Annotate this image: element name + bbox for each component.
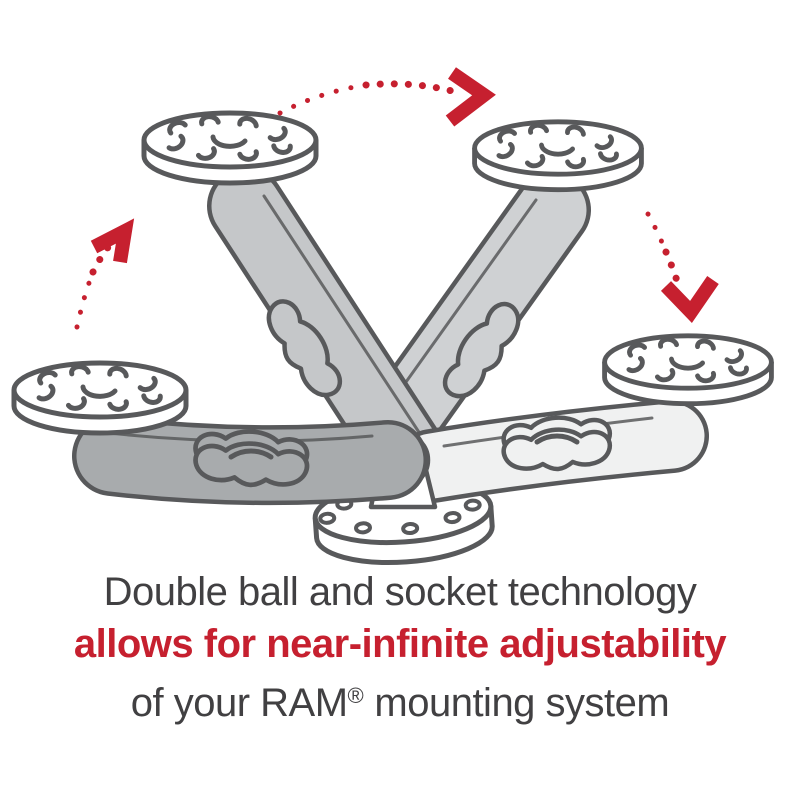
round-base-plate-right [605, 336, 772, 404]
registered-trademark-symbol: ® [347, 683, 364, 708]
rotate-arrow-up-left-icon [74, 218, 135, 330]
rotate-arrow-over-top-icon [277, 67, 496, 127]
double-socket-arm-upper-left [207, 167, 449, 497]
round-base-plate-top-left [144, 113, 316, 183]
rotate-arrow-down-right-icon [645, 211, 719, 324]
round-base-plate-top-right [475, 122, 642, 190]
caption-line-3-suffix: mounting system [363, 681, 670, 725]
round-base-plate-left [14, 363, 186, 433]
caption-line-3-prefix: of your RAM [130, 681, 348, 725]
caption-line-2: allows for near-infinite adjustability [73, 622, 727, 666]
caption: Double ball and socket technology allows… [0, 566, 800, 729]
caption-line-1: Double ball and socket technology [103, 570, 697, 614]
caption-line-3: of your RAM® mounting system [0, 670, 800, 729]
double-socket-arm-right [395, 399, 709, 503]
double-socket-arm-left [72, 416, 428, 506]
